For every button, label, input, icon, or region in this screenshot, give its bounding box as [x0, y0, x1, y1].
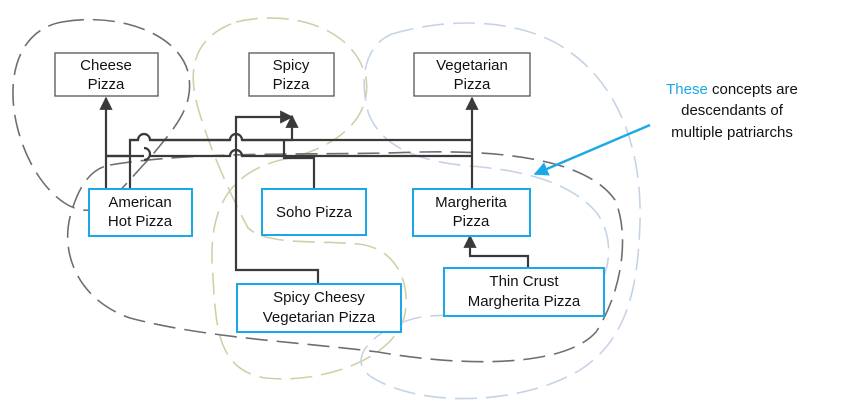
annotation-line1-rest: concepts are — [708, 81, 798, 98]
annotation: These concepts are descendants of multip… — [533, 81, 798, 176]
annotation-line2: descendants of — [681, 102, 784, 119]
child-boxes: American Hot Pizza Soho Pizza Margherita… — [88, 188, 605, 333]
annotation-line1: These concepts are — [666, 81, 798, 98]
american-hot-pizza-box[interactable]: American Hot Pizza — [88, 188, 193, 237]
vegetarian-pizza-label-line1: Vegetarian — [436, 57, 508, 74]
cheese-pizza-label-line1: Cheese — [80, 57, 132, 74]
soho-to-vegetarian-connector — [106, 146, 472, 162]
spicy-pizza-box[interactable]: Spicy Pizza — [248, 52, 335, 97]
spicy-cheesy-vegetarian-pizza-label-line1: Spicy Cheesy — [273, 289, 365, 306]
thin-crust-margherita-pizza-label-line2: Margherita Pizza — [468, 293, 581, 310]
thin-crust-to-margherita-connector — [463, 234, 530, 268]
descendants-cluster-outline — [66, 151, 624, 363]
vegetarian-pizza-cluster-outline — [360, 22, 641, 400]
spicy-cheesy-veg-to-spicy-connector — [234, 110, 320, 283]
soho-pizza-box[interactable]: Soho Pizza — [261, 188, 367, 236]
spicy-pizza-cluster-outline — [192, 17, 407, 380]
soho-to-cheese-connector — [282, 140, 316, 188]
annotation-line3: multiple patriarchs — [671, 124, 793, 141]
vegetarian-pizza-label-line2: Pizza — [454, 76, 491, 93]
annotation-arrow — [533, 123, 651, 176]
spicy-pizza-label-line2: Pizza — [273, 76, 310, 93]
thin-crust-margherita-pizza-label-line1: Thin Crust — [489, 273, 559, 290]
vegetarian-pizza-box[interactable]: Vegetarian Pizza — [413, 52, 531, 97]
spicy-cheesy-vegetarian-pizza-label-line2: Vegetarian Pizza — [263, 309, 376, 326]
annotation-highlight-word: These — [666, 81, 708, 98]
spicy-pizza-label-line1: Spicy — [273, 57, 310, 74]
american-hot-to-spicy-connector — [106, 116, 292, 189]
cheese-pizza-box[interactable]: Cheese Pizza — [54, 52, 159, 97]
connector-lines — [99, 96, 530, 283]
soho-pizza-label: Soho Pizza — [276, 204, 353, 221]
cheese-pizza-cluster-outline — [12, 18, 191, 211]
margherita-pizza-box[interactable]: Margherita Pizza — [412, 188, 531, 237]
thin-crust-margherita-pizza-box[interactable]: Thin Crust Margherita Pizza — [443, 267, 605, 317]
margherita-pizza-label-line1: Margherita — [435, 194, 507, 211]
cheese-pizza-label-line2: Pizza — [88, 76, 125, 93]
spicy-cheesy-vegetarian-pizza-box[interactable]: Spicy Cheesy Vegetarian Pizza — [236, 283, 402, 333]
margherita-pizza-label-line2: Pizza — [453, 213, 490, 230]
parent-boxes: Cheese Pizza Spicy Pizza Vegetarian Pizz… — [54, 52, 531, 97]
american-hot-pizza-label-line2: Hot Pizza — [108, 213, 173, 230]
american-hot-pizza-label-line1: American — [108, 194, 171, 211]
